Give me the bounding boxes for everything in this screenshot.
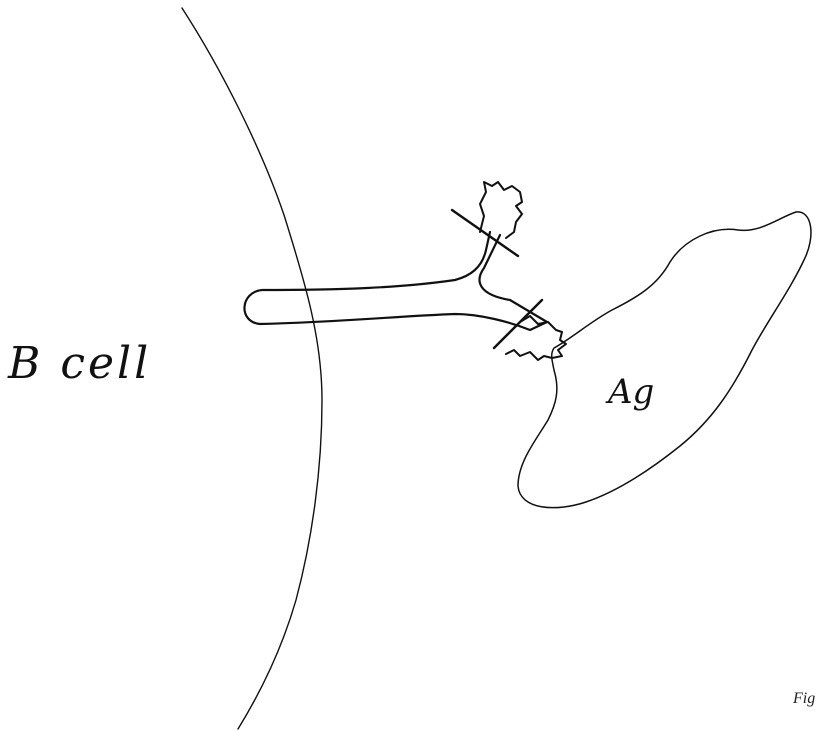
upper-arm-crossbar — [450, 208, 520, 258]
lower-arm-binding-site — [505, 315, 567, 361]
antibody-receptor — [243, 230, 549, 332]
cell-membrane — [181, 7, 323, 730]
antigen-label: Ag — [608, 372, 655, 412]
figure-caption: Fig — [793, 690, 816, 707]
lower-arm-crossbar — [492, 298, 544, 350]
antigen-outline — [517, 211, 812, 509]
upper-arm-binding-site — [479, 181, 523, 239]
b-cell-label: B cell — [8, 338, 152, 389]
